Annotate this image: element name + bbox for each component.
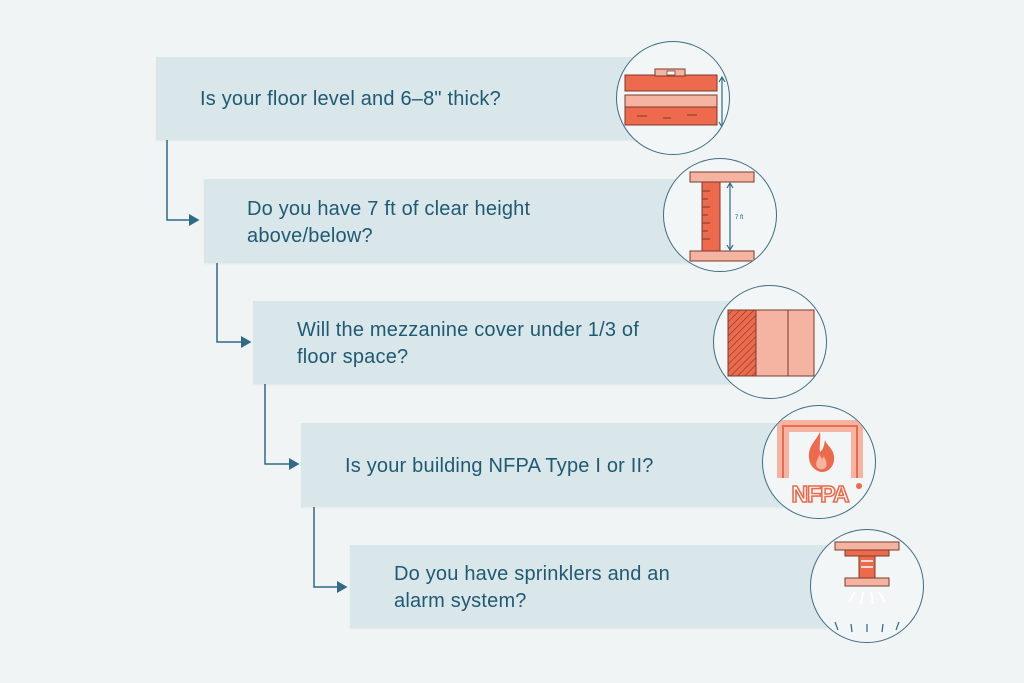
step-box-2 (204, 179, 724, 263)
clear-height-label: 7 ft (735, 215, 744, 221)
step-box-4 (301, 423, 821, 507)
step-question-2: Do you have 7 ft of clear height above/b… (247, 198, 531, 247)
step-question-3: Will the mezzanine cover under 1/3 of fl… (297, 319, 640, 368)
nfpa-text: NFPA (792, 481, 849, 507)
nfpa-logo-icon: NFPA (762, 405, 876, 519)
step-question-5: Do you have sprinklers and an alarm syst… (394, 563, 670, 612)
connector-3 (264, 384, 300, 470)
step-question-1: Is your floor level and 6–8" thick? (200, 88, 501, 110)
connector-2 (216, 263, 252, 348)
connector-1 (166, 140, 200, 226)
sprinkler-icon (810, 529, 924, 643)
step-box-1 (156, 57, 676, 140)
connector-4 (313, 507, 348, 593)
step-box-5 (350, 545, 870, 628)
step-question-4: Is your building NFPA Type I or II? (345, 455, 654, 477)
floor-thickness-icon (616, 41, 730, 155)
clear-height-icon: 7 ft (663, 158, 777, 272)
step-box-3 (253, 301, 773, 384)
floor-space-icon (713, 285, 827, 399)
